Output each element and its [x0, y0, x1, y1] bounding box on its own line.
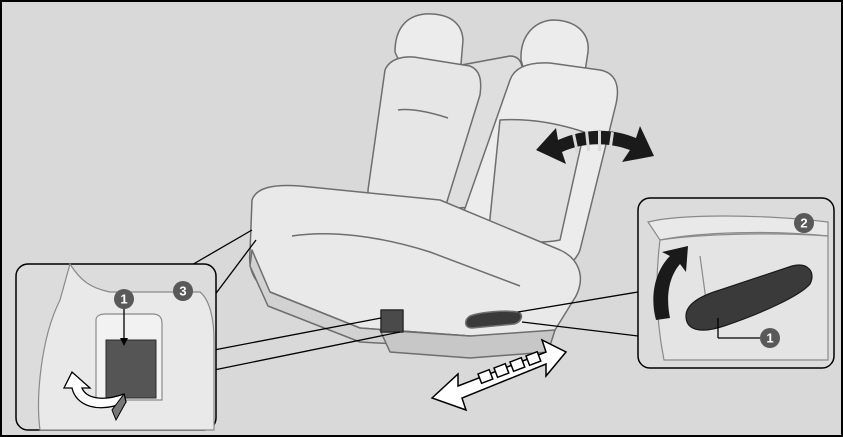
lever-inset: 1 2 — [638, 198, 834, 368]
strap-callout-number: 1 — [120, 292, 127, 307]
strap-inset: 1 3 — [16, 264, 216, 430]
lever-callout-number: 1 — [766, 331, 773, 346]
strap-inset-number: 3 — [179, 284, 186, 299]
seat-strap-pocket[interactable] — [381, 310, 403, 332]
lever-inset-number: 2 — [800, 216, 807, 231]
strap-tab[interactable] — [106, 340, 156, 398]
